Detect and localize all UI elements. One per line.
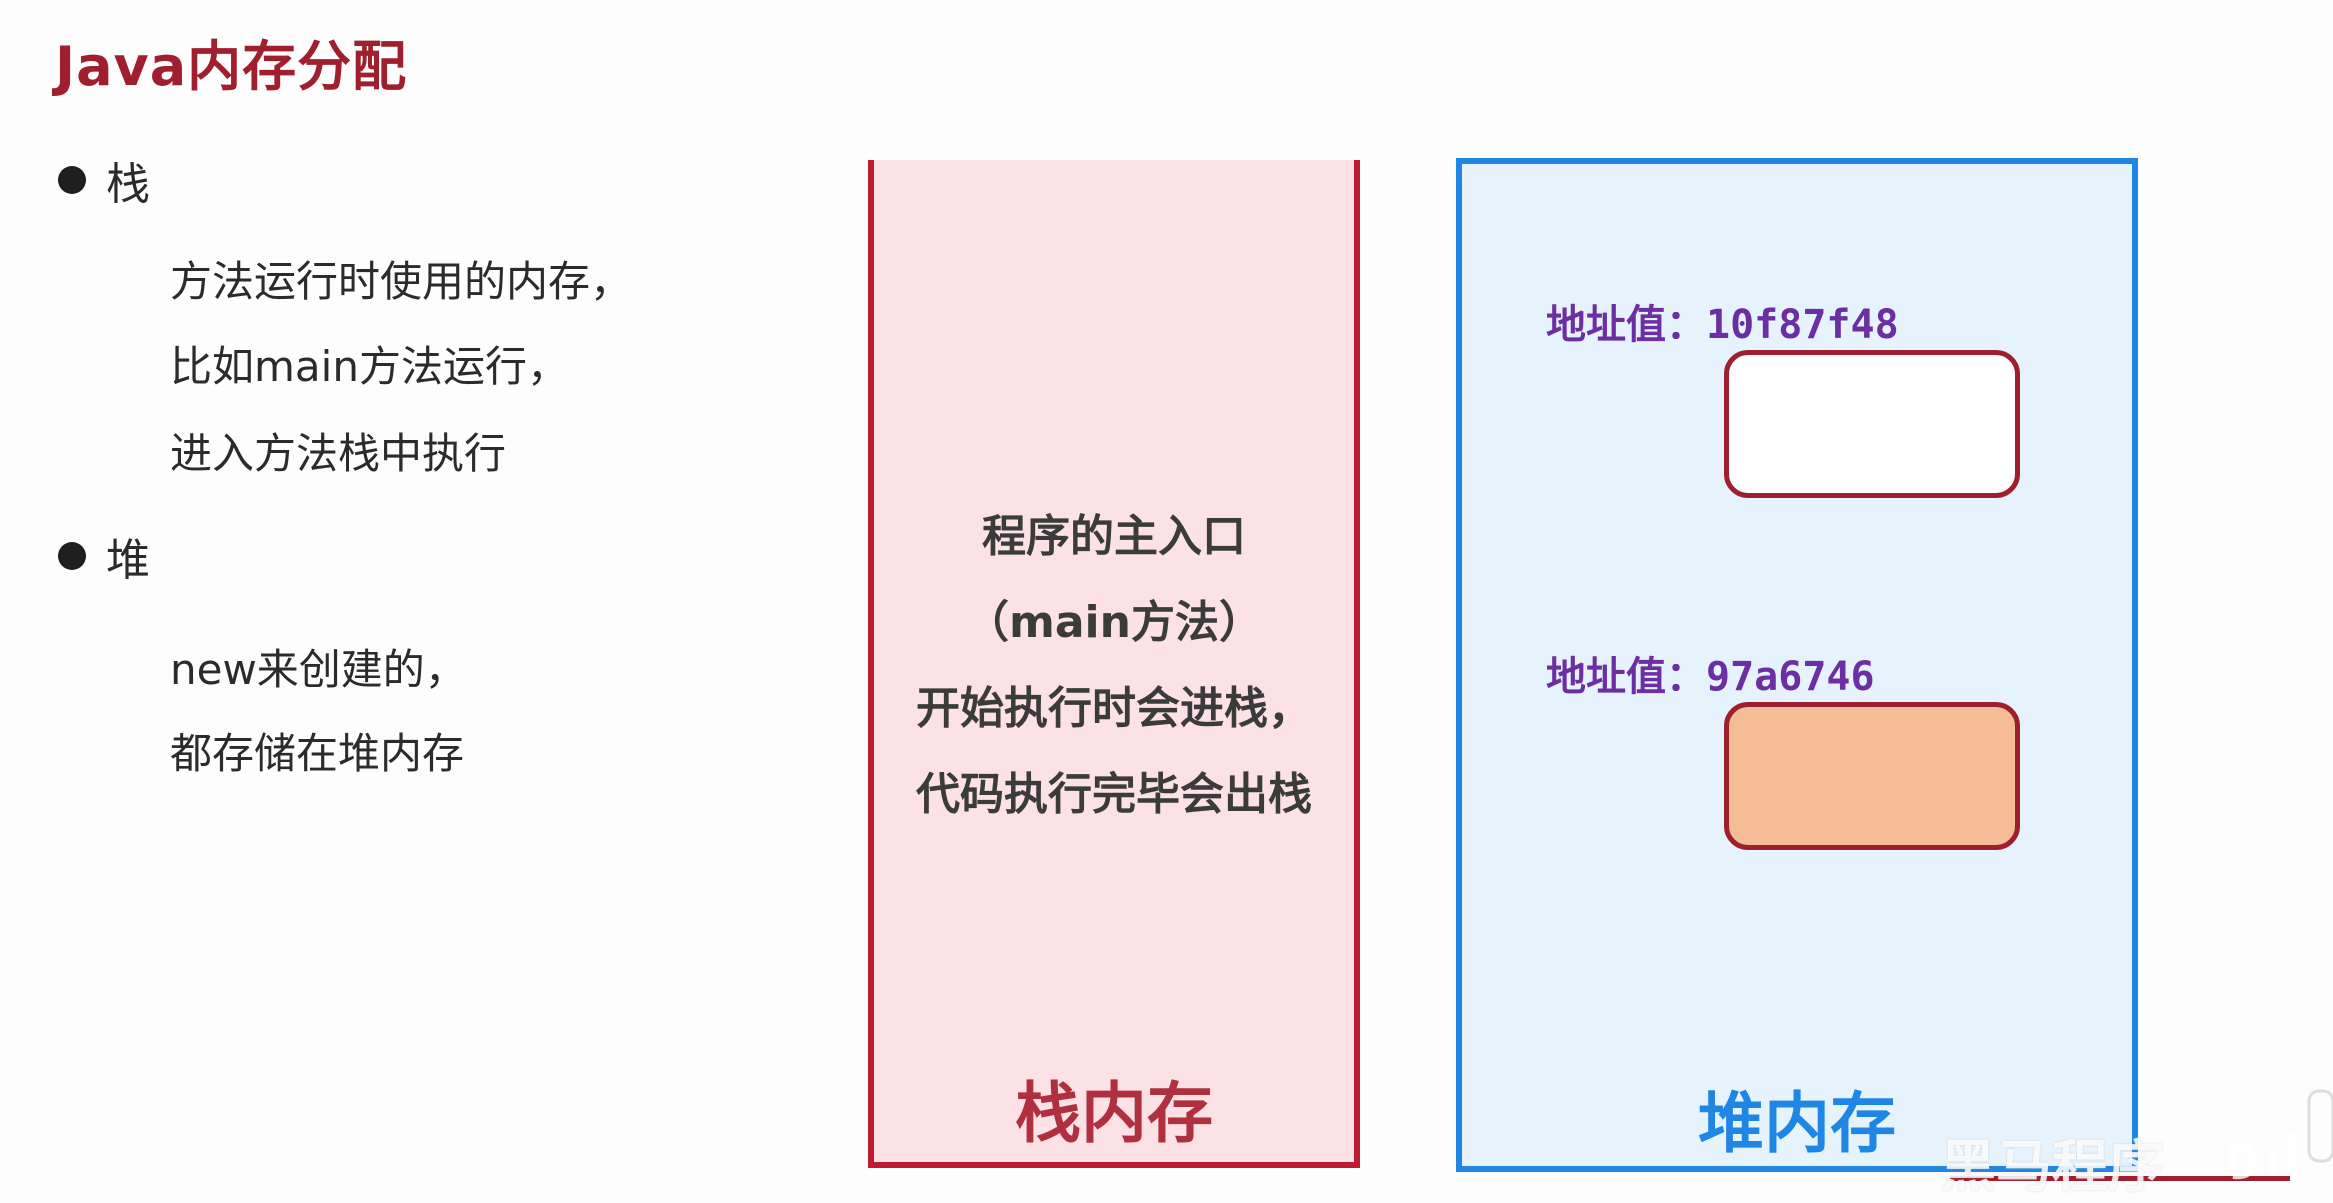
stack-memory-box: 程序的主入口 （main方法） 开始执行时会进栈， 代码执行完毕会出栈 栈内存 <box>868 160 1360 1168</box>
heap-object-box <box>1724 702 2020 850</box>
heap-memory-label: 堆内存 <box>1698 1085 1896 1162</box>
watermark-text: 黑马程序 <box>1940 1135 2164 1200</box>
heap-object-box <box>1724 350 2020 498</box>
stack-note-line: 程序的主入口 <box>982 511 1246 562</box>
address-label: 地址值： <box>1546 302 1706 348</box>
heap-desc-line: 都存储在堆内存 <box>170 729 465 778</box>
address-label: 地址值： <box>1546 654 1706 700</box>
stack-note-line: 代码执行完毕会出栈 <box>916 769 1312 820</box>
corner-logo-icon <box>2229 1089 2333 1180</box>
address-row: 地址值：10f87f48 <box>1546 292 1899 350</box>
bullet-dot-icon <box>58 166 86 194</box>
stack-memory-label: 栈内存 <box>1015 1075 1213 1152</box>
stack-note-line: （main方法） <box>965 597 1263 648</box>
address-value: 97a6746 <box>1706 654 1875 700</box>
decorative-strip <box>1950 1176 2290 1181</box>
stack-note-line: 开始执行时会进栈， <box>916 683 1312 734</box>
bullet-dot-icon <box>58 542 86 570</box>
address-value: 10f87f48 <box>1706 302 1899 348</box>
page-title: Java内存分配 <box>55 35 408 98</box>
heap-desc-line: new来创建的， <box>170 645 467 694</box>
stack-desc-line: 比如main方法运行， <box>170 342 569 391</box>
address-row: 地址值：97a6746 <box>1546 644 1875 702</box>
bullet-heap-heading: 堆 <box>106 535 150 586</box>
stack-desc-line: 进入方法栈中执行 <box>170 429 507 478</box>
bullet-heap: 堆 <box>58 524 150 588</box>
bullet-stack-heading: 栈 <box>106 159 150 210</box>
heap-memory-box: 地址值：10f87f48 地址值：97a6746 堆内存 <box>1456 158 2138 1172</box>
bullet-stack: 栈 <box>58 148 150 212</box>
stack-desc-line: 方法运行时使用的内存， <box>170 257 633 306</box>
